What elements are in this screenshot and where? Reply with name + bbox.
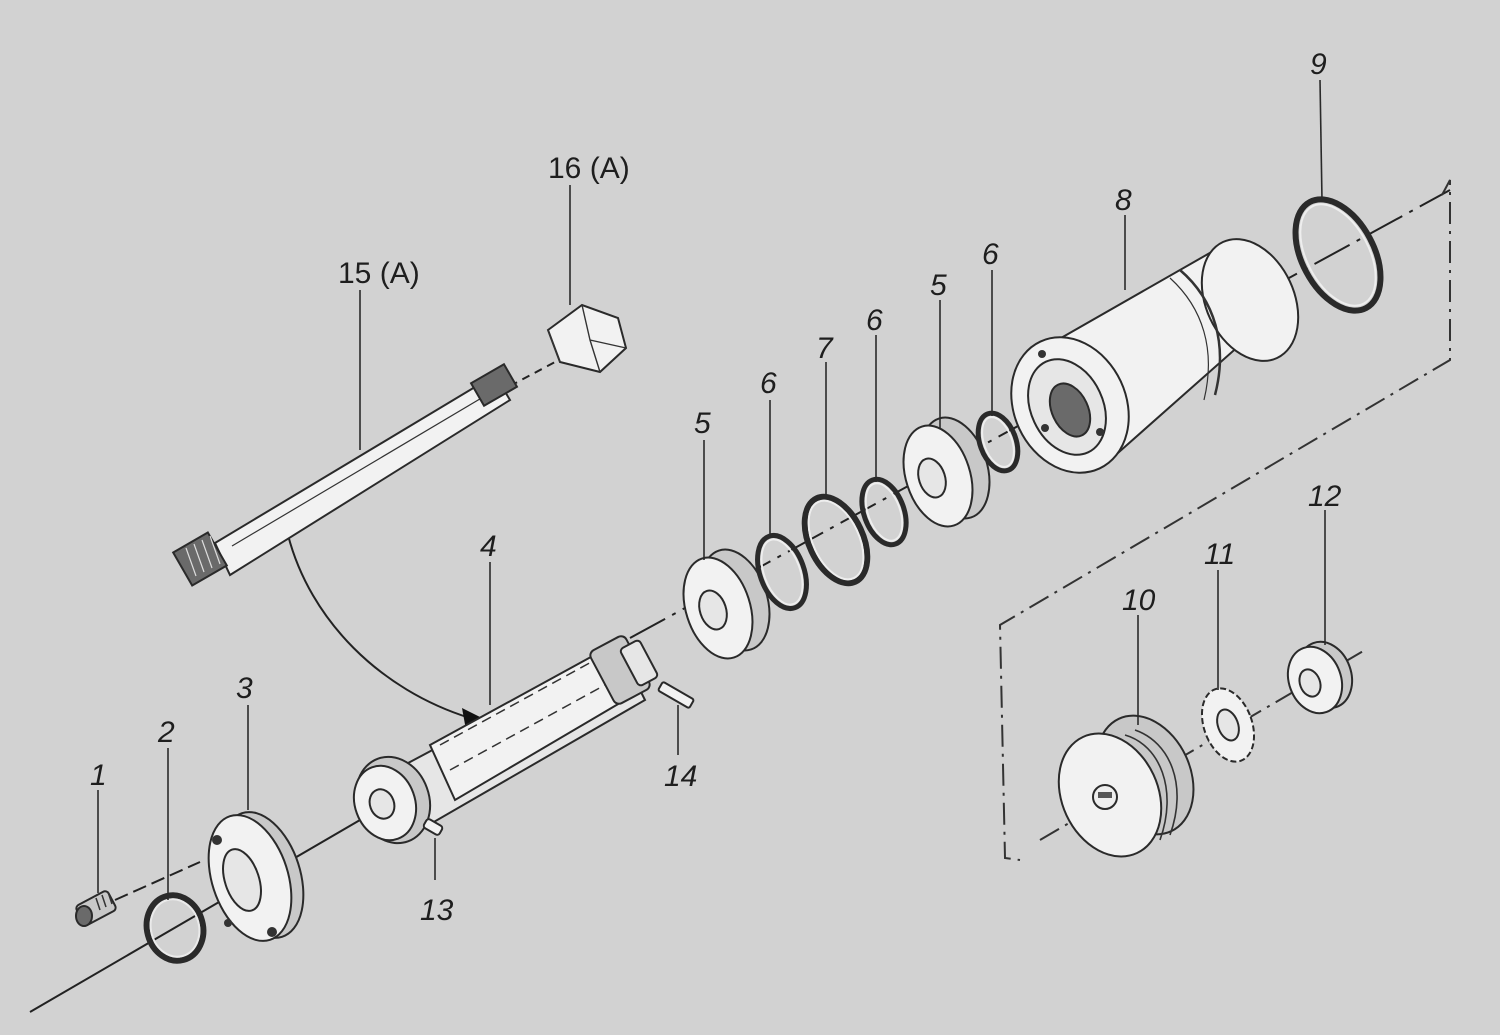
callout-10: 10	[1122, 584, 1156, 617]
callout-7: 7	[816, 332, 834, 365]
part-6-retaining-ring-a	[755, 533, 809, 611]
part-5-bearing-upper	[902, 416, 991, 528]
part-11-lock-washer	[1200, 687, 1256, 763]
callout-5a: 5	[694, 407, 711, 440]
offset-chain-line	[998, 179, 1451, 861]
part-6-retaining-ring-b	[859, 476, 909, 548]
part-1-screw	[75, 890, 117, 927]
callout-2: 2	[157, 716, 175, 749]
callout-13: 13	[420, 894, 454, 927]
part-12-nut	[1286, 640, 1354, 715]
assembly-arrow-line	[287, 534, 471, 719]
part-5-bearing-lower	[682, 548, 771, 660]
callout-12: 12	[1308, 480, 1342, 513]
part-6-retaining-ring-c	[975, 410, 1021, 474]
part-10-pulley	[1057, 714, 1195, 858]
leader-lines	[97, 79, 1326, 900]
callout-3: 3	[236, 672, 253, 705]
assembly-axis-segment	[114, 861, 201, 901]
assembly-axis-upper	[629, 189, 1451, 639]
part-7-ring	[801, 493, 871, 587]
callout-9: 9	[1310, 48, 1327, 81]
part-16-nut	[546, 303, 628, 374]
part-13-pin	[422, 818, 444, 836]
part-14-key	[657, 681, 695, 709]
callout-16: 16 (A)	[548, 152, 630, 185]
callout-15: 15 (A)	[338, 257, 420, 290]
part-9-snap-ring	[1292, 196, 1384, 314]
callout-5b: 5	[930, 269, 947, 302]
part-8-housing	[1010, 238, 1300, 474]
callout-labels: 1 2 3 4 5 6 7 6 5 6 8 9 10 11 12 13 14 1…	[90, 48, 1342, 927]
callout-4: 4	[480, 530, 497, 563]
callout-6c: 6	[982, 238, 999, 271]
part-4-shaft	[352, 635, 659, 845]
callout-11: 11	[1204, 538, 1235, 571]
callout-6b: 6	[866, 304, 883, 337]
assembly-axis-main	[29, 819, 361, 1013]
part-3-flange	[207, 811, 305, 942]
part-15-shaft	[171, 362, 519, 587]
callout-8: 8	[1115, 184, 1132, 217]
callout-6a: 6	[760, 367, 777, 400]
callout-14: 14	[664, 760, 697, 793]
shaft-15-axis	[509, 361, 556, 387]
callout-1: 1	[90, 759, 107, 792]
